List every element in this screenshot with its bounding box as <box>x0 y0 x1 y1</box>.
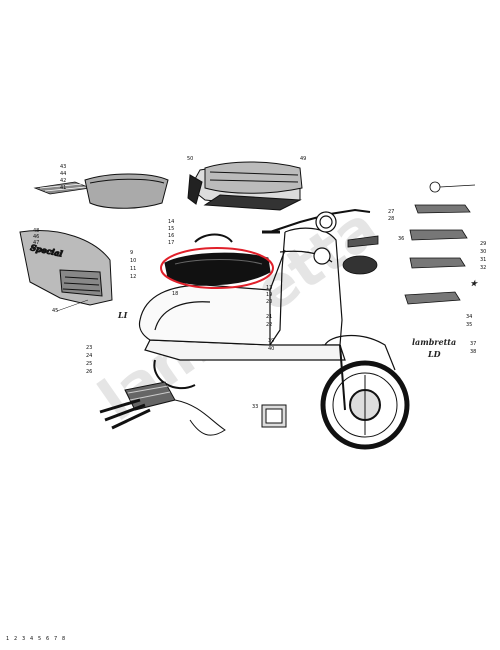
callout-30: 30 <box>480 249 486 255</box>
callout-48: 48 <box>33 228 39 234</box>
dual-seat <box>187 161 303 211</box>
callout-18: 18 <box>172 291 178 297</box>
highlighted-seat <box>160 233 274 289</box>
callout-35: 35 <box>466 322 472 328</box>
callout-46: 46 <box>33 234 39 240</box>
callout-45: 45 <box>52 308 58 314</box>
ld-emblem-text: LD <box>427 349 441 359</box>
callout-27: 27 <box>388 209 394 215</box>
callout-26: 26 <box>86 369 92 375</box>
star-emblem: ★ <box>470 278 479 288</box>
callout-1: 1 <box>6 636 9 642</box>
side-panel: Special <box>19 230 113 306</box>
callout-32: 32 <box>480 265 486 271</box>
tail-lamp <box>261 404 287 428</box>
callout-10: 10 <box>130 258 136 264</box>
callout-37: 37 <box>470 341 476 347</box>
callout-20: 20 <box>266 299 272 305</box>
callout-41: 41 <box>60 185 66 191</box>
callout-16: 16 <box>168 233 174 239</box>
tool-kit <box>99 381 226 436</box>
callout-42: 42 <box>60 178 66 184</box>
lambretta-script-badge: lambretta <box>412 337 456 347</box>
callout-7: 7 <box>54 636 57 642</box>
callout-29: 29 <box>480 241 486 247</box>
callout-39: 39 <box>268 338 274 344</box>
callout-33: 33 <box>252 404 258 410</box>
callout-19: 19 <box>266 292 272 298</box>
callout-14: 14 <box>168 219 174 225</box>
callout-2: 2 <box>14 636 17 642</box>
callout-3: 3 <box>22 636 25 642</box>
scooter-body <box>138 208 396 411</box>
callout-23: 23 <box>86 345 92 351</box>
callout-22: 22 <box>266 322 272 328</box>
callout-12: 12 <box>130 274 136 280</box>
seat-highlight-ring <box>160 247 274 289</box>
callout-44: 44 <box>60 171 66 177</box>
callout-43: 43 <box>60 164 66 170</box>
callout-8: 8 <box>62 636 65 642</box>
ld-emblem: LD <box>427 349 441 359</box>
callout-34: 34 <box>466 314 472 320</box>
callout-9: 9 <box>130 250 133 256</box>
callout-21: 21 <box>266 314 272 320</box>
callout-13: 13 <box>266 285 272 291</box>
callout-11: 11 <box>130 266 136 272</box>
callout-24: 24 <box>86 353 92 359</box>
li-emblem: LI <box>117 310 128 320</box>
callout-36: 36 <box>398 236 404 242</box>
callout-28: 28 <box>388 216 394 222</box>
callout-25: 25 <box>86 361 92 367</box>
callout-40: 40 <box>268 346 274 352</box>
li-emblem-text: LI <box>117 310 128 320</box>
callout-6: 6 <box>46 636 49 642</box>
badges-right <box>342 181 476 305</box>
callout-47: 47 <box>33 240 39 246</box>
glove-box <box>84 173 169 209</box>
callout-38: 38 <box>470 349 476 355</box>
callout-31: 31 <box>480 257 486 263</box>
lambretta-badge-text: lambretta <box>412 337 456 347</box>
callout-50: 50 <box>187 156 193 162</box>
callout-49: 49 <box>300 156 306 162</box>
callout-5: 5 <box>38 636 41 642</box>
callout-15: 15 <box>168 226 174 232</box>
front-wheel <box>320 360 410 450</box>
callout-4: 4 <box>30 636 33 642</box>
callout-17: 17 <box>168 240 174 246</box>
